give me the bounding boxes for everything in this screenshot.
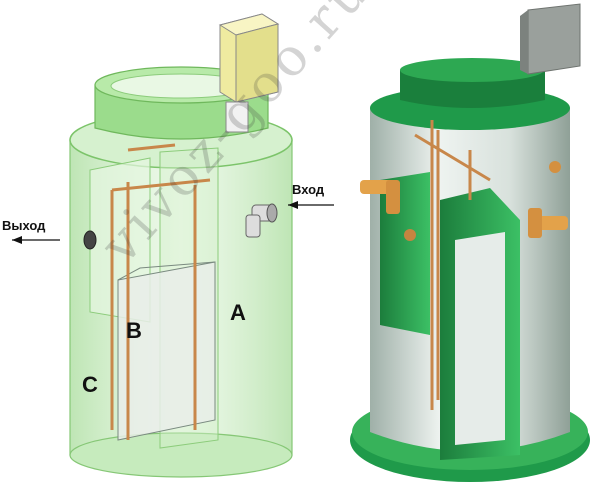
inlet-label: Вход — [292, 182, 325, 197]
zone-a-label: A — [230, 300, 246, 325]
zone-c-label: C — [82, 372, 98, 397]
control-box — [218, 13, 280, 133]
inner-pipes — [110, 143, 211, 440]
inlet-fitting-left — [245, 203, 278, 238]
outlet-label: Выход — [2, 218, 46, 233]
transparent-tank — [12, 13, 334, 478]
outlet-fitting-left — [83, 230, 97, 250]
outlet-arrow — [12, 236, 60, 244]
solid-tank — [350, 3, 590, 482]
zone-b-label: B — [126, 318, 142, 343]
inlet-arrow — [288, 201, 334, 209]
solid-tank-pipes — [414, 120, 491, 410]
